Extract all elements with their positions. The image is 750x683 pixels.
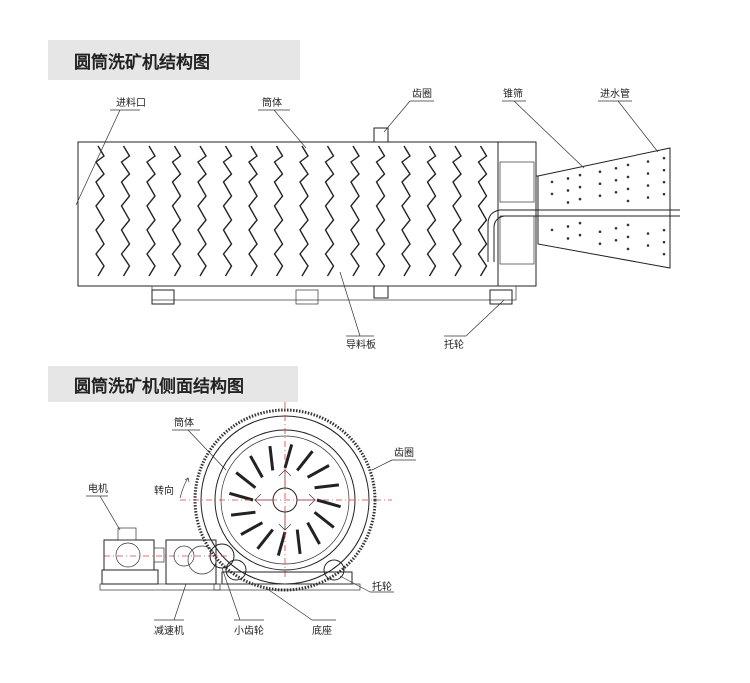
label-feed-inlet: 进料口 xyxy=(116,96,146,109)
label-support-wheel: 托轮 xyxy=(444,338,464,351)
side-support-wheel-left xyxy=(225,559,247,581)
label-water-pipe: 进水管 xyxy=(600,87,630,100)
label-guide-plate: 导料板 xyxy=(346,338,376,351)
label-reducer: 减速机 xyxy=(154,624,184,637)
water-pipe xyxy=(487,209,680,262)
label-motor: 电机 xyxy=(88,482,108,495)
side-diagram-title: 圆筒洗矿机侧面结构图 xyxy=(48,366,298,402)
label-rotation: 转向 xyxy=(154,484,174,497)
base-frame xyxy=(151,285,517,301)
reducer xyxy=(165,539,217,585)
gear-ring-bottom xyxy=(373,285,389,299)
side-structure-drawing: 筒体 齿圈 转向 电机 托轮 减速机 小齿轮 底座 xyxy=(86,402,416,637)
cone-screen-holes xyxy=(550,156,666,256)
gear-ring-top xyxy=(373,127,389,143)
label-side-gear-ring: 齿圈 xyxy=(394,447,414,459)
side-diagram-title-text: 圆筒洗矿机侧面结构图 xyxy=(74,376,244,397)
side-support-wheel-right xyxy=(323,559,345,581)
motor xyxy=(103,539,155,571)
label-gear-ring: 齿圈 xyxy=(412,88,432,100)
label-side-drum: 筒体 xyxy=(174,416,194,429)
label-side-support-wheel: 托轮 xyxy=(372,580,392,593)
guide-plates xyxy=(95,145,488,277)
top-diagram-title-text: 圆筒洗矿机结构图 xyxy=(74,52,210,73)
top-structure-drawing: 进料口 筒体 齿圈 锥筛 进水管 导料板 托轮 xyxy=(75,87,680,351)
label-drum: 筒体 xyxy=(262,96,282,109)
side-guide-plates xyxy=(228,443,342,557)
label-cone-screen: 锥筛 xyxy=(503,87,523,100)
cone-screen xyxy=(537,147,671,269)
label-base: 底座 xyxy=(312,624,332,637)
label-pinion: 小齿轮 xyxy=(234,624,264,637)
top-diagram-title: 圆筒洗矿机结构图 xyxy=(48,40,300,80)
